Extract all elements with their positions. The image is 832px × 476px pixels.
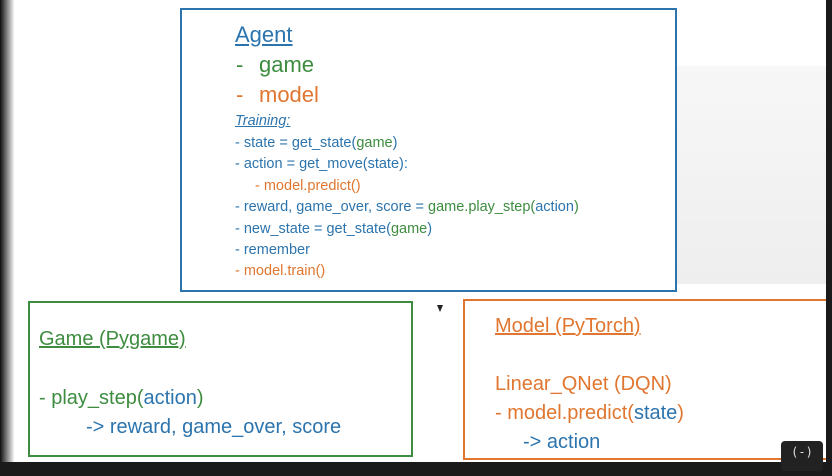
agent-attr-game-text: game xyxy=(259,52,315,77)
model-step-1-part: state xyxy=(633,402,678,424)
training-step-2: - action = get_move(state): xyxy=(235,156,408,172)
training-step-7: - model.train() xyxy=(235,263,325,279)
agent-attr-model-text: model xyxy=(259,82,319,107)
agent-attr-game-dash: - xyxy=(236,52,244,77)
game-step-1-part: ) xyxy=(196,387,204,409)
model-step-1-part: ) xyxy=(677,402,684,424)
training-label: Training: xyxy=(235,113,291,129)
training-step-5-part: ) xyxy=(427,221,433,237)
model-step-1: - model.predict(state) xyxy=(495,402,684,425)
training-step-4: - reward, game_over, score = game.play_s… xyxy=(235,199,579,215)
model-subtitle: Linear_QNet (DQN) xyxy=(495,373,672,395)
game-step-1-part: action xyxy=(143,387,197,409)
game-step-1: - play_step(action) xyxy=(39,387,204,410)
channel-logo-icon: (-) xyxy=(781,441,823,471)
training-step-1-part: game xyxy=(356,135,393,151)
training-step-1: - state = get_state(game) xyxy=(235,135,397,151)
training-step-2-part: - action = get_move(state): xyxy=(235,156,408,172)
model-step-2: -> action xyxy=(523,431,600,454)
background-shadow xyxy=(676,66,826,284)
training-step-4-part: - reward, game_over, score = xyxy=(235,199,429,215)
model-title: Model (PyTorch) xyxy=(495,315,641,337)
training-step-6-part: - remember xyxy=(235,242,310,258)
model-step-2-part: -> action xyxy=(523,431,601,453)
game-box: Game (Pygame) - play_step(action) -> rewa… xyxy=(28,301,413,457)
training-step-5-part: game xyxy=(390,221,428,237)
model-step-1-part: - model.predict( xyxy=(495,402,634,424)
training-step-4-part: ) xyxy=(573,199,579,215)
channel-logo-text: (-) xyxy=(791,445,813,459)
training-step-1-part: - state = get_state( xyxy=(235,135,357,151)
training-step-1-part: ) xyxy=(392,135,398,151)
game-step-1-part: - play_step( xyxy=(39,387,144,409)
training-step-4-part: game.play_step( xyxy=(428,199,536,215)
training-step-5: - new_state = get_state(game) xyxy=(235,221,432,237)
game-step-2: -> reward, game_over, score xyxy=(86,416,341,439)
training-step-3-part: - model.predict() xyxy=(255,178,361,194)
agent-box: Agent - game - model Training: - state =… xyxy=(180,8,677,292)
slide-canvas: Agent - game - model Training: - state =… xyxy=(0,0,826,462)
training-step-7-part: - model.train() xyxy=(235,263,326,279)
training-step-3: - model.predict() xyxy=(255,178,361,194)
mouse-cursor-icon xyxy=(437,305,443,312)
model-box: Model (PyTorch) Linear_QNet (DQN) - mode… xyxy=(463,299,826,460)
training-step-4-part: action xyxy=(535,199,574,215)
training-step-6: - remember xyxy=(235,242,310,258)
game-title: Game (Pygame) xyxy=(39,328,186,350)
game-step-2-part: -> reward, game_over, score xyxy=(86,416,342,438)
training-step-5-part: - new_state = get_state( xyxy=(235,221,391,237)
agent-title: Agent xyxy=(235,22,293,47)
agent-attr-model-dash: - xyxy=(236,82,244,107)
